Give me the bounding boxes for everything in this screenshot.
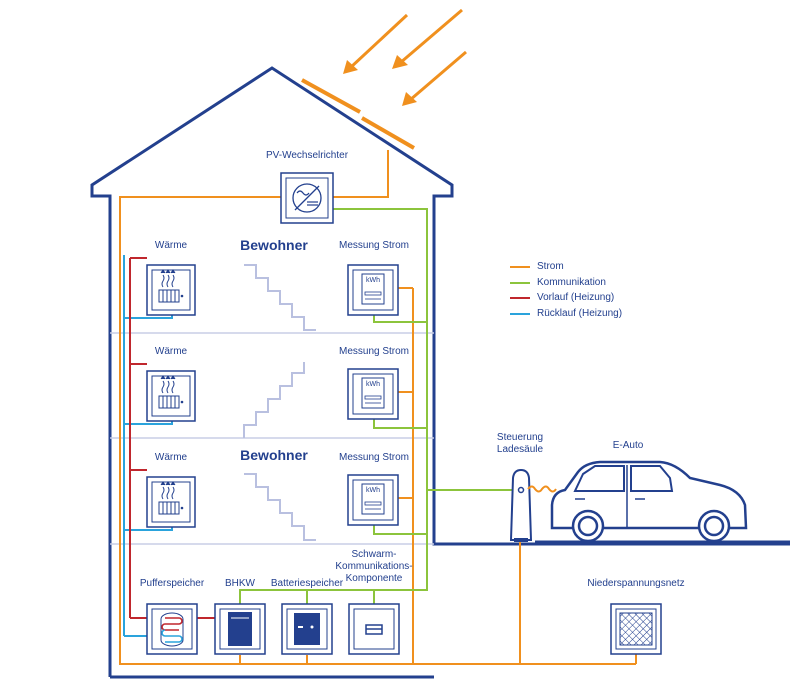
chp-unit-icon <box>214 603 266 655</box>
meter-label-3: Messung Strom <box>338 452 410 463</box>
residents-label-top: Bewohner <box>240 237 308 253</box>
pv-inverter-label: PV-Wechselrichter <box>265 150 349 161</box>
meter-label-1: Messung Strom <box>338 240 410 251</box>
buffer-label: Pufferspeicher <box>139 578 205 589</box>
heat-label-1: Wärme <box>154 240 188 251</box>
stairs <box>243 264 316 541</box>
legend-item-communication: Kommunikation <box>537 277 606 288</box>
meter-label-2: Messung Strom <box>338 346 410 357</box>
swarm-component-icon <box>348 603 400 655</box>
buffer-tank-icon <box>146 603 198 655</box>
residents-label-mid: Bewohner <box>240 447 308 463</box>
legend-swatches <box>510 266 530 315</box>
battery-storage-icon <box>281 603 333 655</box>
meter-unit-1: kWh <box>366 277 380 284</box>
heat-label-2: Wärme <box>154 346 188 357</box>
e-car-icon <box>535 460 790 544</box>
grid-icon <box>610 603 662 655</box>
meter-icon-2 <box>347 368 399 420</box>
grid-label: Niederspannungsnetz <box>587 578 685 589</box>
heat-label-3: Wärme <box>154 452 188 463</box>
pv-panels <box>301 78 415 150</box>
radiator-icon-2 <box>146 370 196 422</box>
radiator-icon-3 <box>146 476 196 528</box>
sun-rays <box>343 8 467 106</box>
floor-separators <box>110 332 434 545</box>
ecar-label: E-Auto <box>612 440 644 451</box>
charger-label: Steuerung Ladesäule <box>496 432 544 455</box>
meter-icon-3 <box>347 474 399 526</box>
legend-item-supply: Vorlauf (Heizung) <box>537 292 615 303</box>
meter-unit-2: kWh <box>366 381 380 388</box>
radiator-icon-1 <box>146 264 196 316</box>
legend-item-return: Rücklauf (Heizung) <box>537 308 623 319</box>
battery-label: Batteriespeicher <box>270 578 344 589</box>
meter-unit-3: kWh <box>366 487 380 494</box>
swarm-label: Schwarm- Kommunikations- Komponente <box>335 549 413 584</box>
legend-item-power: Strom <box>537 261 564 272</box>
pv-inverter-icon <box>280 172 334 224</box>
meter-icon-1 <box>347 264 399 316</box>
charging-station-icon <box>509 468 557 542</box>
chp-label: BHKW <box>225 578 255 589</box>
power-lines <box>119 150 637 665</box>
house-outline <box>90 66 790 677</box>
